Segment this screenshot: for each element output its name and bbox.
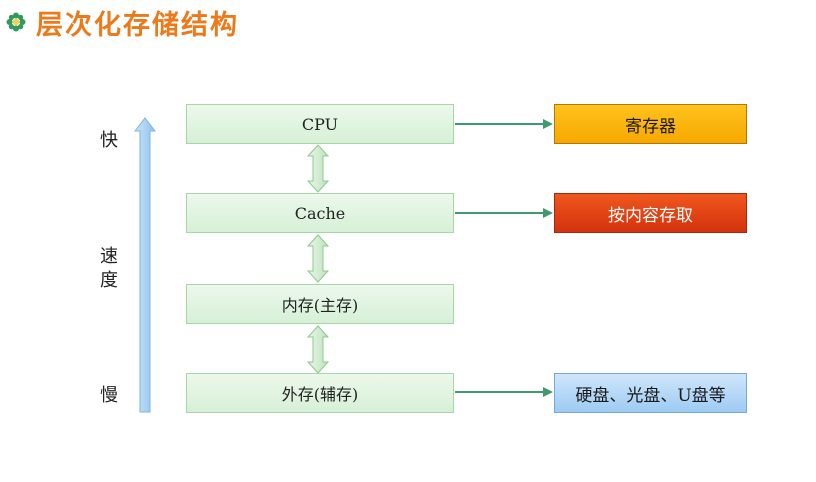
target-registers: 寄存器 bbox=[554, 104, 747, 144]
speed-axis-arrow bbox=[133, 117, 157, 413]
speed-label-speed-1: 速 bbox=[100, 246, 118, 267]
speed-label-slow: 慢 bbox=[100, 385, 118, 406]
title-row: 层次化存储结构 bbox=[6, 4, 239, 41]
double-arrow-main-external bbox=[306, 325, 330, 374]
speed-label-fast: 快 bbox=[100, 130, 118, 151]
double-arrow-cache-main bbox=[306, 234, 330, 283]
double-arrow-cpu-cache bbox=[306, 144, 330, 193]
target-content-addressed: 按内容存取 bbox=[554, 193, 747, 233]
speed-label-speed-2: 度 bbox=[100, 270, 118, 291]
layer-external-memory: 外存(辅存) bbox=[186, 373, 454, 413]
layer-cpu: CPU bbox=[186, 104, 454, 144]
page-title: 层次化存储结构 bbox=[36, 9, 239, 41]
layer-main-memory: 内存(主存) bbox=[186, 284, 454, 324]
layer-cache: Cache bbox=[186, 193, 454, 233]
target-external-devices: 硬盘、光盘、U盘等 bbox=[554, 373, 747, 413]
flower-bullet-icon bbox=[6, 12, 26, 32]
